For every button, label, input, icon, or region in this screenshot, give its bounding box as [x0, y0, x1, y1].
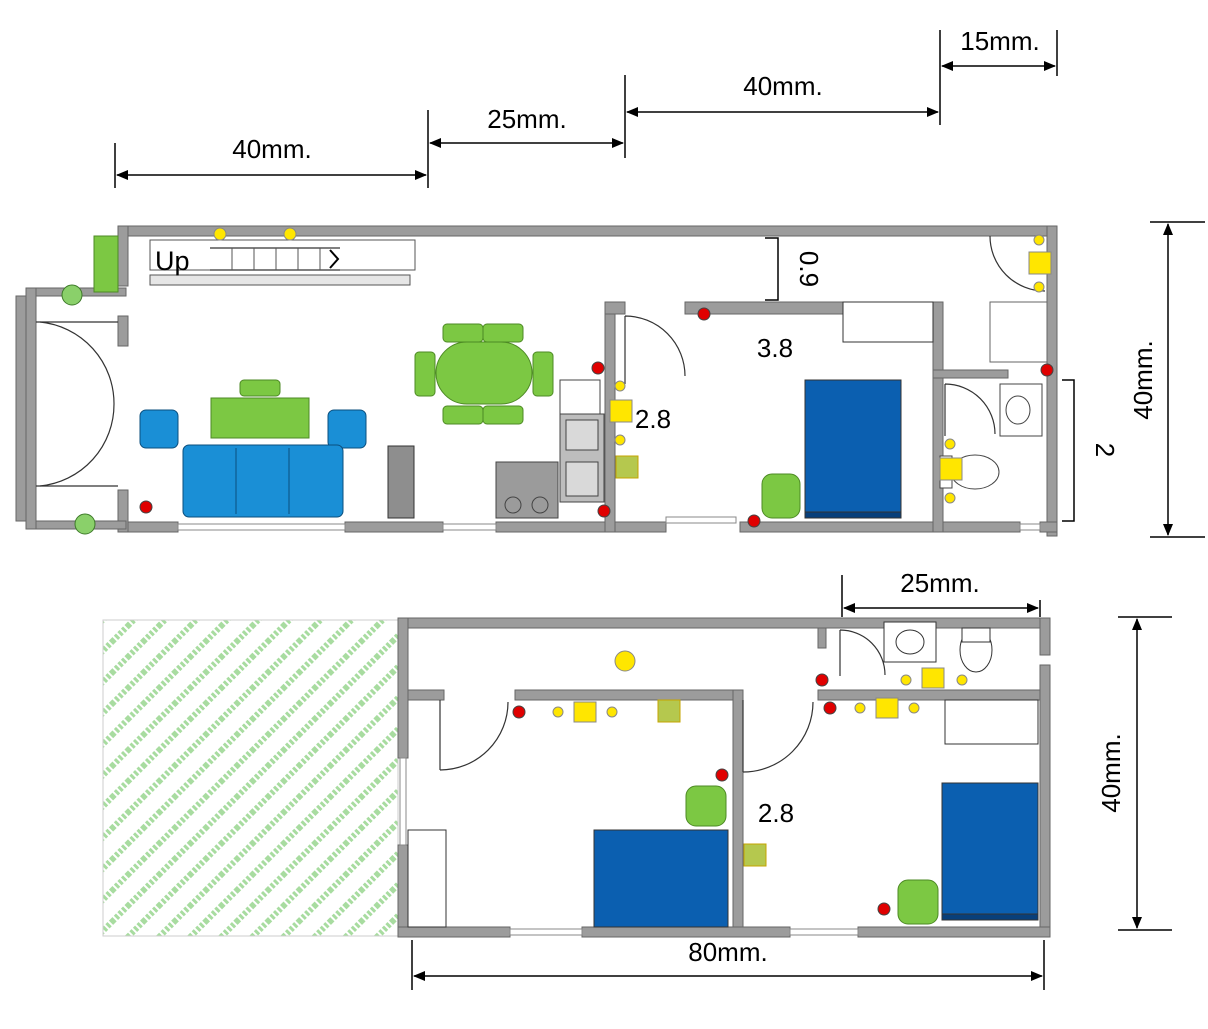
dim-top-c: 40mm. — [743, 71, 822, 101]
garden-area — [102, 619, 399, 937]
power-sockets-upper — [512, 673, 891, 916]
bedroom-ground-label: 3.8 — [757, 333, 793, 363]
plant-icons — [61, 235, 119, 535]
stairs-label: Up — [155, 246, 190, 276]
upper-furniture — [407, 621, 1039, 928]
dim-right-top: 40mm. — [1128, 340, 1158, 419]
living-room-furniture — [139, 323, 554, 519]
dim-top-b: 25mm. — [487, 104, 566, 134]
upper-floor-walls — [397, 617, 1051, 938]
upper-doors — [439, 629, 886, 773]
light-fixtures-ground — [213, 227, 1052, 504]
bath-height-label: 2 — [1090, 443, 1120, 457]
dim-top-d: 15mm. — [960, 26, 1039, 56]
ground-bathroom-fixtures — [939, 383, 1043, 490]
kitchen-label: 2.8 — [635, 404, 671, 434]
dimension-lines — [114, 30, 1205, 990]
bedroom-upper-label: 2.8 — [758, 798, 794, 828]
stair-height-label: 0.9 — [794, 251, 824, 287]
dim-right-bottom: 40mm. — [1096, 733, 1126, 812]
ground-bedroom-furniture — [761, 301, 934, 519]
ground-windows — [177, 516, 1041, 531]
upper-windows — [399, 757, 859, 936]
power-sockets-ground — [139, 307, 1054, 528]
dim-bottom-total: 80mm. — [688, 937, 767, 967]
dim-bottom-upper: 25mm. — [900, 568, 979, 598]
dim-top-a: 40mm. — [232, 134, 311, 164]
light-fixtures-upper — [552, 650, 968, 867]
entrance-doors — [36, 235, 1046, 487]
staircase — [149, 239, 416, 286]
kitchen-fixtures — [495, 379, 605, 519]
